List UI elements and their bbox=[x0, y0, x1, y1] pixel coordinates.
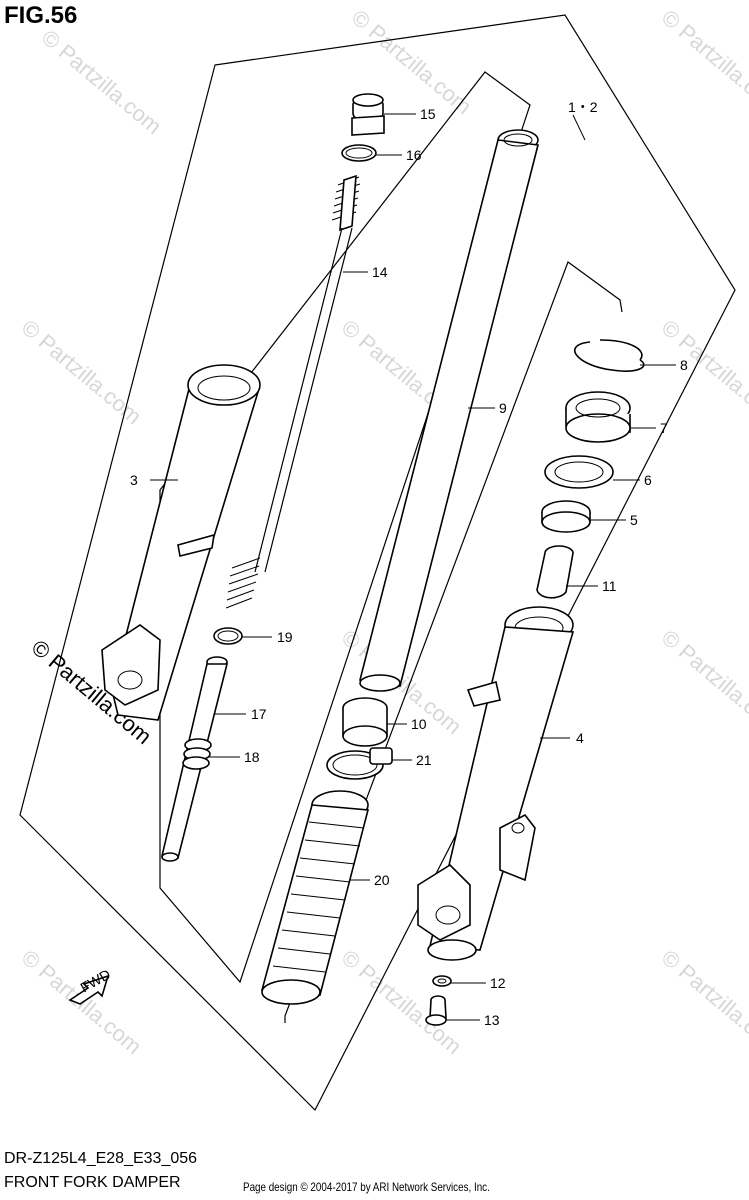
part-4-outer-tube-right[interactable] bbox=[417, 606, 575, 961]
part-9-inner-tube[interactable] bbox=[359, 129, 539, 692]
watermark: © Partzilla.com bbox=[37, 25, 167, 139]
callout-9: 9 bbox=[499, 400, 507, 416]
callout-13: 13 bbox=[484, 1012, 500, 1028]
callout-numbers: 1・2 15 16 14 3 9 8 7 6 5 11 19 17 18 10 … bbox=[130, 99, 688, 1028]
part-5-bushing[interactable] bbox=[541, 500, 591, 533]
callout-3: 3 bbox=[130, 472, 138, 488]
part-16-o-ring[interactable] bbox=[341, 144, 377, 162]
part-11-oil-lock-piece[interactable] bbox=[536, 545, 574, 599]
part-19-circlip[interactable] bbox=[213, 627, 243, 645]
watermark: © Partzilla.com bbox=[657, 625, 749, 739]
callout-16: 16 bbox=[406, 147, 422, 163]
callout-14: 14 bbox=[372, 264, 388, 280]
outer-assembly-outline bbox=[19, 14, 736, 1112]
watermark: © Partzilla.com bbox=[337, 945, 467, 1059]
part-7-oil-seal[interactable] bbox=[565, 391, 631, 443]
leader-lines bbox=[150, 113, 676, 1021]
part-6-washer[interactable] bbox=[544, 455, 614, 489]
callout-1-2: 1・2 bbox=[568, 99, 598, 115]
callout-19: 19 bbox=[277, 629, 293, 645]
part-14-rebound-spring-rod[interactable] bbox=[225, 174, 361, 609]
callout-20: 20 bbox=[374, 872, 390, 888]
watermark: © Partzilla.com bbox=[657, 945, 749, 1059]
callout-17: 17 bbox=[251, 706, 267, 722]
callout-4: 4 bbox=[576, 730, 584, 746]
callout-10: 10 bbox=[411, 716, 427, 732]
callout-12: 12 bbox=[490, 975, 506, 991]
watermark: © Partzilla.com bbox=[657, 5, 749, 119]
part-15-cap-bolt[interactable] bbox=[351, 93, 385, 136]
right-group-outline bbox=[284, 261, 623, 1023]
callout-5: 5 bbox=[630, 512, 638, 528]
diagram-description: FRONT FORK DAMPER bbox=[4, 1174, 181, 1191]
part-12-gasket[interactable] bbox=[432, 975, 452, 987]
part-20-dust-boot[interactable] bbox=[260, 790, 370, 1005]
callout-18: 18 bbox=[244, 749, 260, 765]
figure-title: FIG.56 bbox=[4, 2, 78, 29]
model-code: DR-Z125L4_E28_E33_056 bbox=[4, 1150, 198, 1167]
copyright-notice: Page design © 2004-2017 by ARI Network S… bbox=[243, 1180, 490, 1194]
callout-11: 11 bbox=[602, 578, 617, 594]
part-21-boot-clamp[interactable] bbox=[326, 747, 393, 780]
callout-6: 6 bbox=[644, 472, 652, 488]
part-8-circlip[interactable] bbox=[574, 339, 645, 372]
assembly-boundaries bbox=[19, 14, 736, 1112]
callout-15: 15 bbox=[420, 106, 436, 122]
part-18-rod-spring[interactable] bbox=[182, 738, 212, 770]
callout-21: 21 bbox=[416, 752, 432, 768]
watermark: © Partzilla.com bbox=[17, 315, 147, 429]
part-3-outer-tube-left[interactable] bbox=[101, 364, 261, 721]
watermark: © Partzilla.com bbox=[657, 315, 749, 429]
part-13-damper-rod-bolt[interactable] bbox=[425, 995, 447, 1026]
watermark-layer: © Partzilla.com © Partzilla.com © Partzi… bbox=[17, 5, 749, 1059]
callout-7: 7 bbox=[660, 420, 668, 436]
callout-8: 8 bbox=[680, 357, 688, 373]
part-10-slide-bushing[interactable] bbox=[342, 697, 388, 747]
